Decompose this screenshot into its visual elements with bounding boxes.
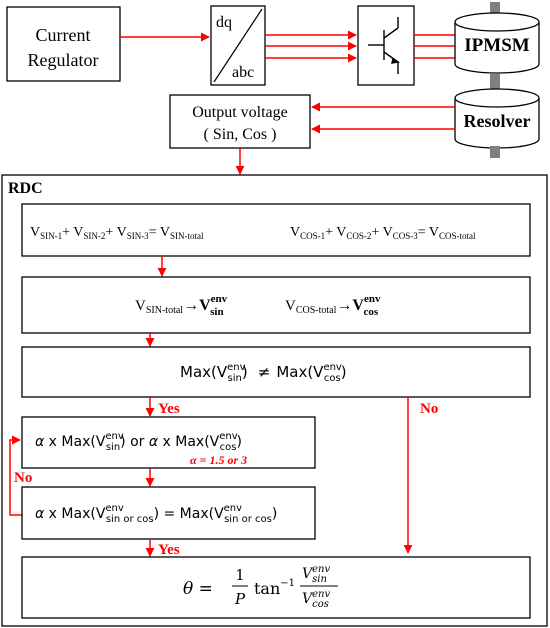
current-regulator-label-2: Regulator bbox=[28, 50, 99, 70]
inverter-block bbox=[357, 5, 415, 86]
resolver-shaft-bottom bbox=[490, 146, 500, 158]
inverter-to-motor-lines bbox=[414, 34, 455, 59]
fraction-denominator: P bbox=[234, 590, 246, 608]
no-label-left: No bbox=[14, 470, 32, 486]
step1-sum-block: VSIN-1+ VSIN-2+ VSIN-3= VSIN-total VCOS-… bbox=[21, 203, 531, 257]
current-regulator-block: Current Regulator bbox=[6, 6, 121, 82]
converter-diagonal bbox=[213, 8, 263, 83]
output-voltage-label-1: Output voltage bbox=[192, 104, 288, 121]
current-regulator-label-1: Current bbox=[36, 25, 91, 45]
ipmsm-motor: IPMSM bbox=[454, 2, 540, 74]
output-voltage-block: Output voltage ( Sin, Cos ) bbox=[169, 94, 311, 149]
output-voltage-label-2: ( Sin, Cos ) bbox=[204, 126, 277, 143]
dq-abc-converter-block: dq abc bbox=[210, 5, 266, 86]
rdc-title: RDC bbox=[8, 180, 43, 197]
yes-label-2: Yes bbox=[158, 542, 180, 558]
motor-label: IPMSM bbox=[464, 35, 530, 56]
alpha-note: α = 1.5 or 3 bbox=[190, 453, 247, 467]
motor-shaft-top bbox=[490, 2, 500, 14]
resolver-label: Resolver bbox=[464, 111, 531, 131]
motor-resolver-shaft bbox=[490, 74, 500, 98]
transistor-icon bbox=[368, 17, 400, 74]
fraction-numerator: 1 bbox=[235, 566, 245, 584]
converter-bottom-label: abc bbox=[232, 64, 254, 81]
theta-lhs: θ = bbox=[183, 579, 213, 599]
tan-inverse: tan−1 bbox=[254, 578, 295, 598]
converter-to-inverter-arrows bbox=[265, 30, 357, 63]
yes-label-1: Yes bbox=[158, 401, 180, 417]
no-loop-arrow bbox=[9, 435, 22, 516]
step1-sin-sum: VSIN-1+ VSIN-2+ VSIN-3= VSIN-total bbox=[30, 225, 204, 241]
resolver: Resolver bbox=[454, 88, 540, 158]
converter-top-label: dq bbox=[216, 14, 232, 31]
no-label-right: No bbox=[420, 401, 438, 417]
step1-cos-sum: VCOS-1+ VCOS-2+ VCOS-3= VCOS-total bbox=[290, 225, 476, 241]
